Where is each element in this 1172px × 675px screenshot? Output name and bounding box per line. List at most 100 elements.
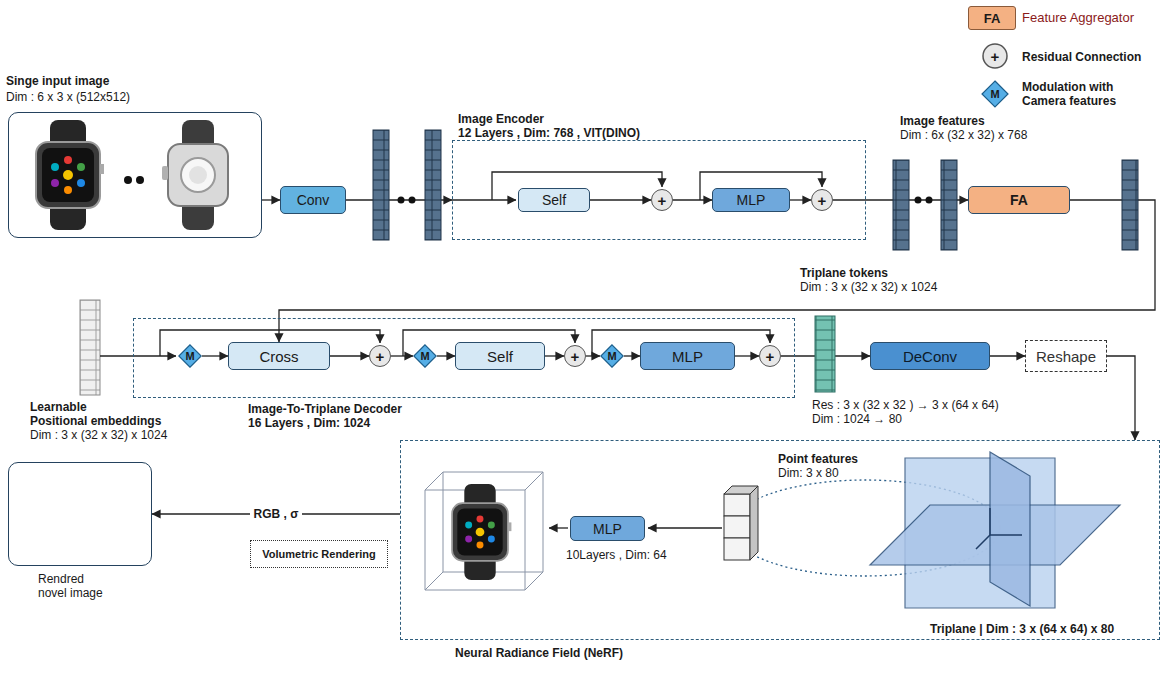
input-watch-images-part bbox=[136, 176, 144, 184]
flow-arrow bbox=[1107, 356, 1135, 440]
triplane-decoder-heading: Image-To-Triplane Decoder bbox=[248, 402, 402, 416]
residual-add-label: + bbox=[376, 349, 385, 364]
dimension-note: Dim : 3 x (32 x 32) x 1024 bbox=[800, 280, 937, 294]
input-watch-images-part bbox=[162, 120, 228, 230]
point-feature-cubes-part bbox=[724, 494, 750, 516]
flow-arrow bbox=[202, 355, 228, 356]
cross-attention-block: Cross bbox=[228, 342, 330, 370]
triplane-planes bbox=[870, 452, 1120, 608]
dimension-note: Dim : 3 x (32 x 32) x 1024 bbox=[30, 428, 167, 442]
feature-caption: Image features bbox=[900, 114, 985, 128]
feature-caption: Positional embeddings bbox=[30, 414, 161, 428]
conv-feature-maps-part bbox=[409, 197, 416, 204]
nerf-cube bbox=[425, 472, 543, 590]
residual-add: + bbox=[651, 189, 673, 211]
residual-add-label: + bbox=[571, 349, 580, 364]
dimension-note: Dim: 3 x 80 bbox=[778, 466, 839, 480]
mlp-block-label: MLP bbox=[672, 349, 703, 364]
dimension-note: Triplane | Dim : 3 x (64 x 64) x 80 bbox=[930, 622, 1114, 636]
deconv-block: DeConv bbox=[870, 342, 990, 370]
modulation-diamond-label: M bbox=[607, 351, 616, 362]
triplane-decoder: Image-To-Triplane Decoder16 Layers , Dim… bbox=[133, 318, 795, 434]
deconv-block-label: DeConv bbox=[903, 349, 957, 364]
rendered-image-panel-frame bbox=[8, 462, 152, 566]
decoder-output-stack-part bbox=[815, 316, 835, 392]
image-encoder-heading: 12 Layers , Dim: 768 , VIT(DINO) bbox=[458, 126, 640, 140]
mlp-block-label: MLP bbox=[737, 193, 766, 207]
dimension-note: Res : 3 x (32 x 32 ) → 3 x (64 x 64) bbox=[812, 398, 999, 412]
flow-arrow bbox=[735, 355, 759, 356]
flow-arrow bbox=[790, 199, 811, 200]
legend-text: Residual Connection bbox=[1022, 50, 1141, 64]
dimension-note: Dim : 6x (32 x 32) x 768 bbox=[900, 128, 1027, 142]
legend-symbols-part bbox=[983, 44, 1007, 68]
flow-arrow bbox=[262, 199, 280, 200]
point-feature-cubes-part bbox=[750, 486, 758, 560]
nerf-flow-lines-part bbox=[648, 527, 722, 528]
residual-add: + bbox=[564, 345, 586, 367]
legend-text: Modulation with Camera features bbox=[1022, 80, 1144, 109]
nerf-cube-part bbox=[452, 484, 511, 580]
dimension-note: Dim : 1024 → 80 bbox=[812, 412, 902, 426]
mlp-block: MLP bbox=[712, 188, 790, 212]
flow-arrow bbox=[330, 355, 369, 356]
self-attention-block-label: Self bbox=[487, 349, 513, 364]
self-attention-block: Self bbox=[455, 342, 545, 370]
image-feature-maps-part bbox=[915, 197, 922, 204]
nerf-flow-lines-part bbox=[549, 527, 568, 528]
nerf-cube-part bbox=[425, 472, 543, 590]
triplane-decoder-heading: 16 Layers , Dim: 1024 bbox=[248, 416, 370, 430]
feature-aggregator-box-label: FA bbox=[1010, 193, 1028, 207]
feature-caption: Learnable bbox=[30, 400, 87, 414]
point-feature-cubes-part bbox=[724, 516, 750, 538]
mlp-block: MLP bbox=[640, 342, 735, 370]
residual-add: + bbox=[369, 345, 391, 367]
flow-arrow bbox=[624, 355, 640, 356]
image-feature-maps bbox=[893, 160, 957, 250]
modulation-diamond: M bbox=[413, 344, 437, 368]
positional-embedding-stack-part bbox=[80, 300, 100, 395]
feature-caption: Point features bbox=[778, 452, 858, 466]
input-image-panel-heading: Dim : 6 x 3 x (512x512) bbox=[6, 90, 130, 104]
flow-arrow bbox=[990, 355, 1025, 356]
volumetric-rendering-box-label: Volumetric Rendering bbox=[262, 549, 375, 560]
flow-arrow bbox=[391, 355, 413, 356]
residual-add: + bbox=[811, 189, 833, 211]
legend-symbol-text: + bbox=[983, 44, 1007, 68]
image-feature-maps-part bbox=[893, 160, 909, 250]
conv-feature-maps-part bbox=[373, 130, 389, 240]
conv-block-label: Conv bbox=[297, 193, 330, 207]
residual-add-label: + bbox=[818, 193, 827, 208]
triplane-planes-part bbox=[976, 508, 1022, 549]
input-image-panel: Singe input imageDim : 6 x 3 x (512x512) bbox=[6, 74, 264, 240]
reshape-box: Reshape bbox=[1025, 340, 1107, 372]
flow-arrow bbox=[279, 200, 1155, 342]
flow-arrow bbox=[590, 199, 651, 200]
legend-symbol-text: M bbox=[983, 82, 1007, 106]
modulation-diamond-label: M bbox=[420, 351, 429, 362]
modulation-diamond: M bbox=[600, 344, 624, 368]
input-image-panel-frame bbox=[8, 112, 262, 238]
feature-aggregator-box: FA bbox=[968, 186, 1070, 214]
input-watch-images-part bbox=[36, 120, 104, 230]
feature-caption: Triplane tokens bbox=[800, 266, 888, 280]
point-feature-cubes-part bbox=[724, 538, 750, 560]
input-watch-images-part bbox=[124, 176, 132, 184]
legend-symbols-part bbox=[982, 81, 1008, 107]
legend-symbols bbox=[982, 44, 1008, 107]
decoder-flow-lines-part bbox=[100, 355, 176, 356]
residual-add-label: + bbox=[658, 193, 667, 208]
input-watch-images bbox=[36, 120, 228, 230]
self-attention-block: Self bbox=[518, 188, 590, 212]
conv-block: Conv bbox=[280, 186, 346, 214]
residual-add: + bbox=[759, 345, 781, 367]
rendered-image-panel: Rendred novel image bbox=[8, 462, 154, 612]
modulation-diamond: M bbox=[178, 344, 202, 368]
image-feature-maps-part bbox=[926, 197, 933, 204]
edge-label: RGB , σ bbox=[250, 506, 303, 522]
encoder-flow-lines-part bbox=[452, 199, 516, 200]
mlp-block: MLP bbox=[570, 516, 645, 541]
image-encoder-heading: Image Encoder bbox=[458, 112, 544, 126]
